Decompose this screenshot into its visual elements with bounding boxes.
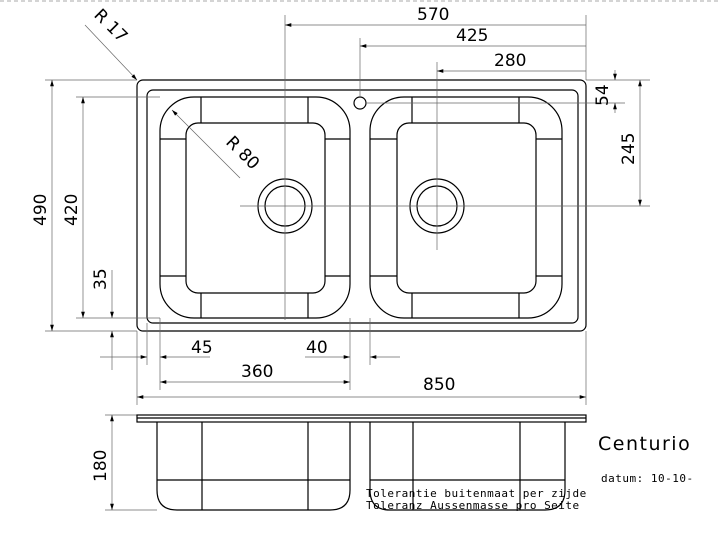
- radius-80-label: R 80: [222, 132, 264, 174]
- width-425-label: 425: [456, 26, 488, 46]
- sink-top-view: [136, 79, 587, 332]
- dimension-lines: [45, 15, 650, 511]
- width-360-label: 360: [241, 362, 273, 382]
- height-180-label: 180: [91, 450, 111, 482]
- width-40-label: 40: [306, 338, 328, 358]
- width-570-label: 570: [417, 5, 449, 25]
- height-245-label: 245: [619, 133, 639, 165]
- width-45-label: 45: [191, 338, 213, 358]
- sink-rim: [146, 89, 579, 324]
- height-54-label: 54: [593, 84, 613, 106]
- sink-outline: [136, 79, 587, 332]
- right-bowl: [369, 96, 563, 319]
- tolerance-text-nl: Tolerantie buitenmaat per zijde: [366, 487, 587, 500]
- tap-hole: [353, 96, 367, 110]
- radius-17-label: R 17: [90, 5, 132, 47]
- product-name: Centurio: [598, 433, 691, 455]
- width-850-label: 850: [423, 375, 455, 395]
- left-bowl: [159, 96, 351, 319]
- height-490-label: 490: [31, 194, 51, 226]
- height-420-label: 420: [62, 194, 82, 226]
- sink-side-view: [136, 414, 587, 511]
- date-label: datum: 10-10-: [601, 472, 694, 485]
- width-280-label: 280: [494, 51, 526, 71]
- tolerance-text-de: Toleranz Aussenmasse pro Seite: [366, 499, 580, 512]
- height-35-label: 35: [91, 268, 111, 290]
